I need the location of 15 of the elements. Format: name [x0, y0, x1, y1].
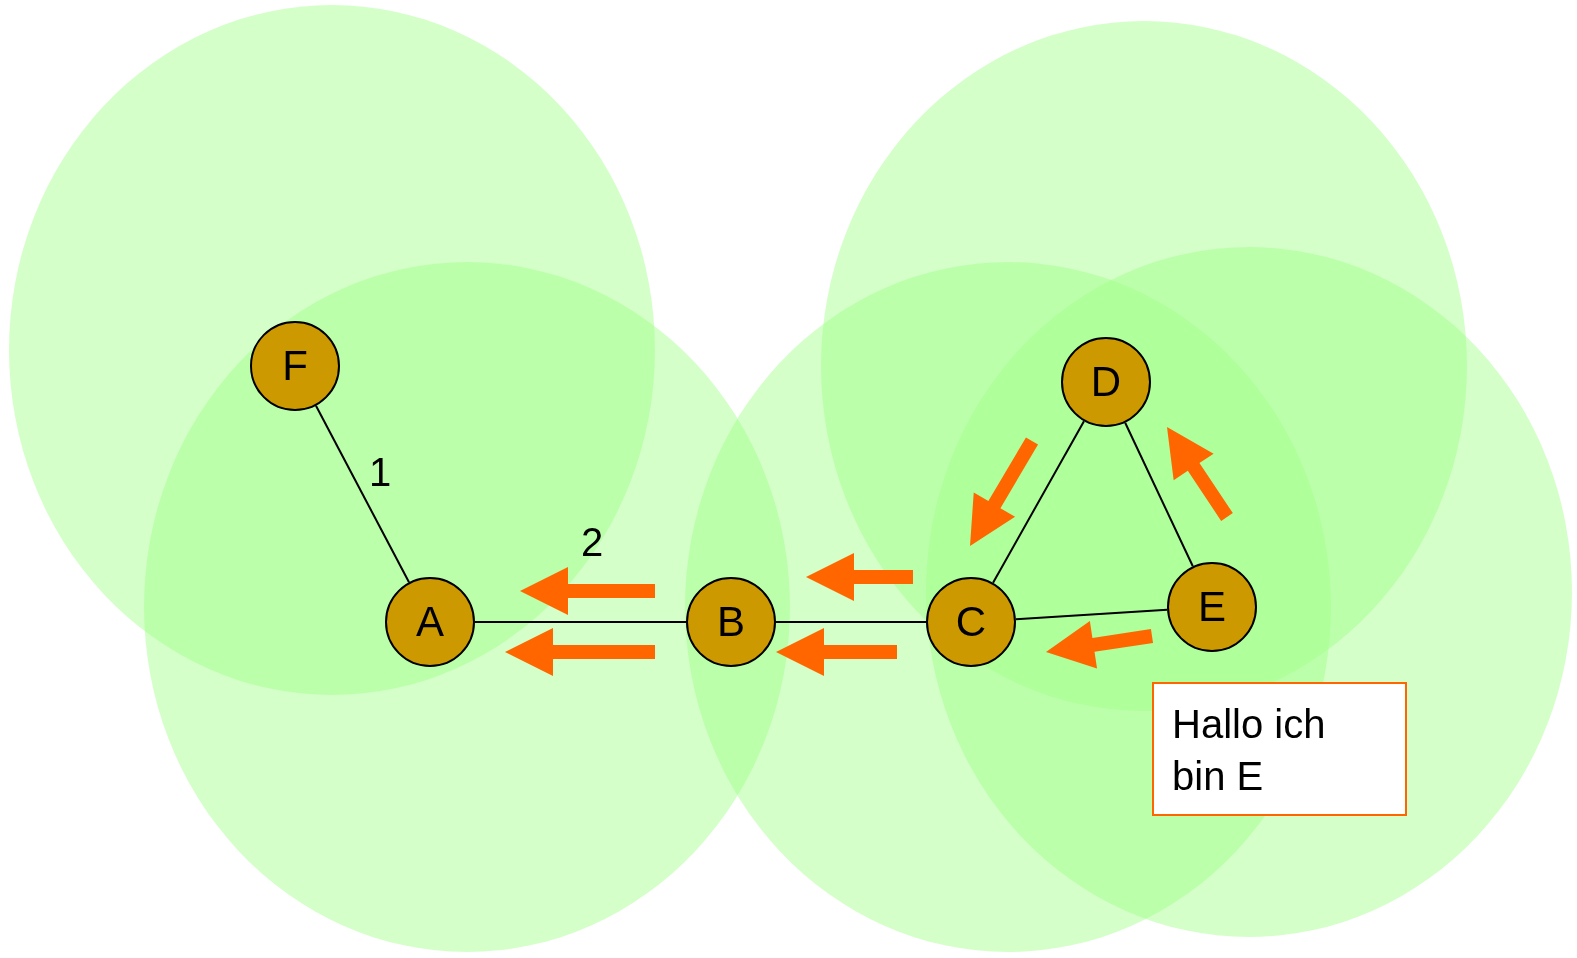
edge-number: 2 — [580, 522, 604, 562]
block-arrow — [1167, 427, 1233, 521]
block-arrow — [1046, 621, 1154, 669]
connector-line — [474, 621, 687, 623]
block-arrow — [520, 567, 655, 615]
connector-line — [992, 420, 1085, 584]
message-box: Hallo ich bin E — [1152, 682, 1407, 816]
connector-line — [315, 404, 410, 584]
connector-line — [775, 621, 927, 623]
block-arrow — [776, 628, 897, 676]
edge-number: 1 — [368, 452, 392, 492]
connector-line — [1124, 421, 1194, 568]
block-arrow — [970, 437, 1039, 546]
block-arrow — [505, 628, 655, 676]
block-arrow — [806, 553, 913, 601]
